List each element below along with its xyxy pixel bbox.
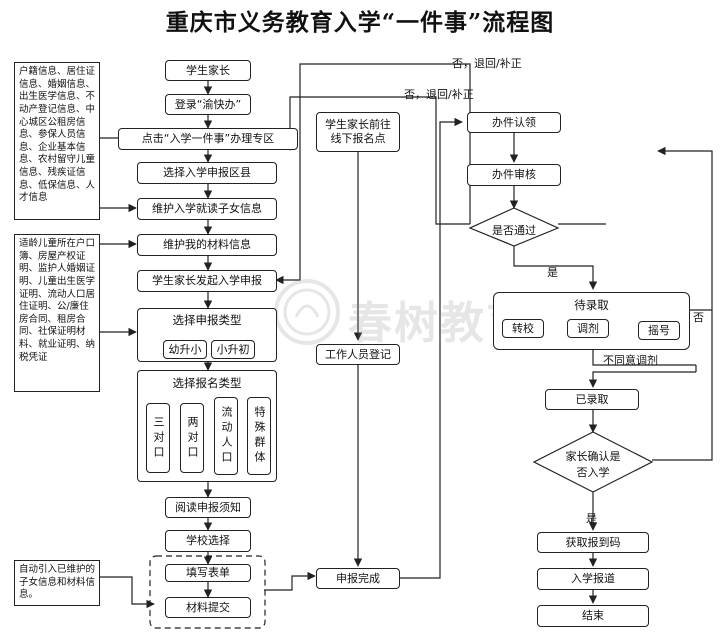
submit-materials-box: 材料提交	[165, 597, 251, 618]
confirm-question: 家长确认是否入学	[565, 450, 621, 479]
read-notice-box: 阅读申报须知	[165, 497, 251, 518]
fill-form-box: 填写表单	[165, 564, 251, 582]
admitted-box: 已录取	[545, 389, 639, 410]
enroll-type-option: 三对口	[146, 403, 170, 473]
enroll-type-option: 两对口	[180, 403, 204, 473]
no-label: 否	[693, 311, 704, 324]
staff-register-box: 工作人员登记	[316, 344, 400, 365]
apply-type-title: 选择申报类型	[172, 313, 242, 327]
apply-type-panel: 选择申报类型 幼升小 小升初	[137, 308, 277, 362]
reject-label: 否，退回/补正	[404, 88, 474, 101]
enroll-type-option: 流动人口	[214, 397, 238, 475]
offline-parent-box: 学生家长前往线下报名点	[316, 112, 400, 152]
enroll-type-panel: 选择报名类型 三对口 两对口 流动人口 特殊群体	[137, 370, 277, 482]
auto-import-note: 自动引入已维护的子女信息和材料信息。	[14, 560, 100, 606]
enroll-type-title: 选择报名类型	[172, 376, 242, 390]
get-code-box: 获取报到码	[537, 532, 649, 553]
page-title: 重庆市义务教育入学“一件事”流程图	[165, 9, 555, 36]
choose-school-box: 学校选择	[165, 530, 251, 552]
apply-type-option: 幼升小	[163, 340, 207, 359]
yes-label: 是	[586, 512, 597, 525]
disagree-label: 不同意调剂	[603, 354, 658, 367]
pending-option: 转校	[502, 319, 544, 338]
pending-panel: 待录取 转校 调剂 摇号	[493, 292, 690, 350]
click-zone-box: 点击“入学一件事”办理专区	[118, 128, 298, 150]
pass-question: 是否通过	[492, 224, 536, 237]
start-apply-box: 学生家长发起入学申报	[137, 270, 277, 292]
maintain-materials-box: 维护我的材料信息	[137, 234, 277, 256]
apply-done-box: 申报完成	[316, 568, 400, 589]
login-box: 登录“渝快办”	[165, 94, 251, 115]
apply-type-option: 小升初	[211, 340, 255, 359]
pending-option: 调剂	[567, 319, 609, 338]
select-district-box: 选择入学申报区县	[137, 162, 277, 184]
end-box: 结束	[537, 605, 649, 627]
pending-option: 摇号	[638, 321, 680, 340]
enroll-type-option: 特殊群体	[247, 397, 271, 475]
reject-label: 否，退回/补正	[452, 57, 522, 70]
accept-box: 办件认领	[467, 112, 561, 133]
pending-title: 待录取	[574, 298, 609, 312]
review-box: 办件审核	[467, 164, 561, 186]
report-box: 入学报道	[537, 568, 649, 590]
yes-label: 是	[547, 266, 558, 279]
confirm-diamond	[532, 431, 654, 493]
pass-diamond	[468, 207, 560, 247]
parent-start-box: 学生家长	[165, 60, 251, 81]
materials-list-note: 适龄儿童所在户口簿、房屋产权证明、监护人婚姻证明、儿童出生医学证明、流动人口居住…	[14, 234, 100, 392]
maintain-child-box: 维护入学就读子女信息	[137, 198, 277, 220]
info-list-note: 户籍信息、居住证信息、婚姻信息、出生医学信息、不动产登记信息、中心城区公租房信息…	[14, 62, 100, 220]
